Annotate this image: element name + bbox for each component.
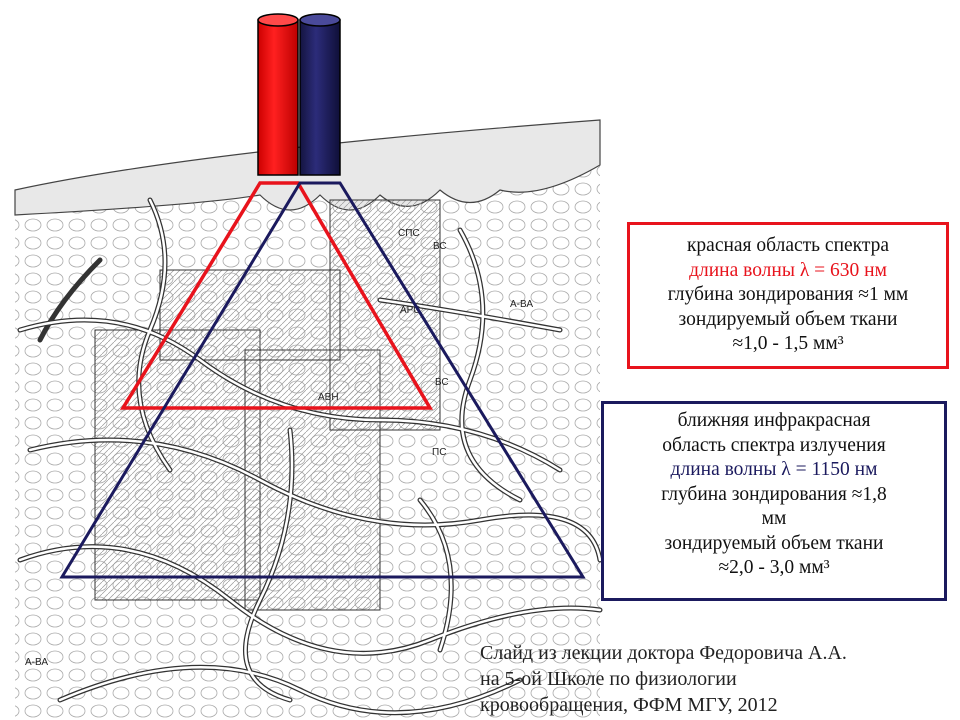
- label-vs-2: ВС: [435, 377, 449, 388]
- red-volume-label: зондируемый объем ткани: [678, 308, 898, 330]
- slide-caption: Слайд из лекции доктора Федоровича А.А. …: [480, 640, 847, 718]
- ir-depth: глубина зондирования ≈1,8: [661, 483, 887, 505]
- label-ps: ПС: [432, 447, 446, 458]
- red-wavelength: длина волны λ = 630 нм: [689, 259, 887, 281]
- ir-box-title-1: ближняя инфракрасная: [677, 410, 871, 431]
- tissue-background: СПС ВС АРС А-ВА ВС ПС АВН А-ВА: [14, 119, 603, 720]
- red-spectrum-info-box: красная область спектра длина волны λ = …: [627, 222, 949, 369]
- red-probing-volume: [119, 181, 434, 410]
- caption-line-3: кровообращения, ФФМ МГУ, 2012: [480, 694, 778, 716]
- ir-probing-volume: [59, 181, 586, 579]
- navy-fiber: [299, 13, 341, 176]
- label-a-va: А-ВА: [510, 299, 533, 310]
- ir-volume-value: ≈2,0 - 3,0 мм³: [718, 557, 830, 578]
- ir-volume-label: зондируемый объем ткани: [664, 532, 884, 554]
- ir-wavelength: длина волны λ = 1150 нм: [670, 459, 878, 480]
- label-avn: АВН: [318, 392, 339, 403]
- caption-line-1: Слайд из лекции доктора Федоровича А.А.: [480, 642, 847, 664]
- ir-box-title-2: область спектра излучения: [662, 434, 886, 456]
- caption-line-2: на 5-ой Школе по физиологии: [480, 668, 737, 690]
- label-a-va-2: А-ВА: [25, 657, 48, 668]
- red-fiber: [257, 13, 299, 176]
- label-sps: СПС: [398, 228, 420, 239]
- label-vs: ВС: [433, 241, 447, 252]
- probe: [257, 13, 341, 176]
- red-volume-value: ≈1,0 - 1,5 мм³: [732, 333, 844, 354]
- red-depth: глубина зондирования ≈1 мм: [667, 284, 909, 305]
- label-ars: АРС: [400, 305, 420, 316]
- ir-depth-unit: мм: [761, 508, 787, 529]
- red-box-title: красная область спектра: [686, 235, 890, 256]
- ir-spectrum-info-box: ближняя инфракрасная область спектра изл…: [601, 401, 947, 601]
